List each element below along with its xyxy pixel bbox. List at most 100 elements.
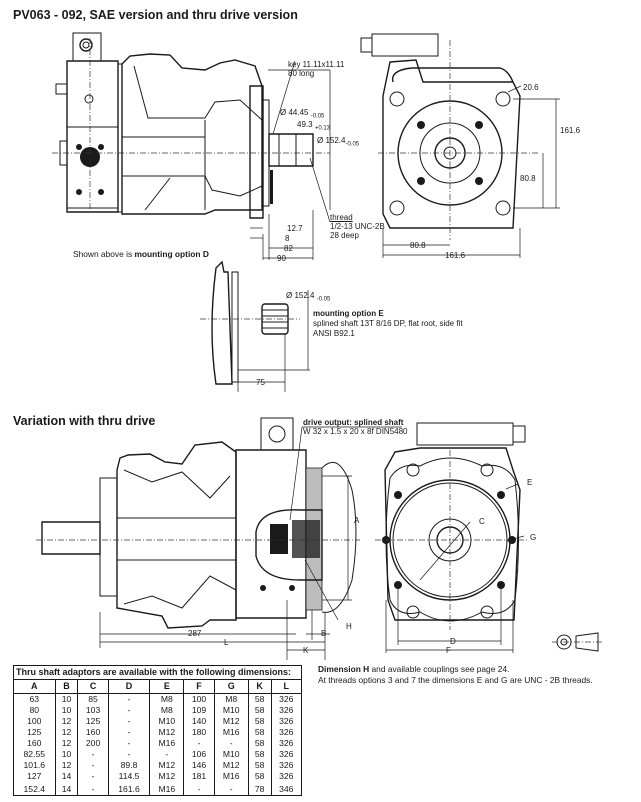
- table-cell: -: [77, 771, 109, 782]
- column-header-l: L: [270, 679, 303, 694]
- table-cell: 58: [247, 749, 272, 760]
- table-cell: 160: [77, 727, 109, 738]
- section-title-thru-drive: Variation with thru drive: [13, 414, 156, 428]
- dim-height-161-6: 161.6: [560, 126, 581, 135]
- table-cell: -: [107, 738, 151, 749]
- table-cell: -: [213, 738, 249, 749]
- table-cell: -: [107, 727, 151, 738]
- table-cell: 10: [54, 749, 79, 760]
- label-A: A: [354, 516, 360, 525]
- table-cell: 326: [270, 705, 303, 716]
- table-cell: 103: [77, 705, 109, 716]
- table-cell: M16: [149, 738, 185, 749]
- table-cell: 14: [54, 771, 79, 782]
- table-cell: 160: [13, 738, 56, 749]
- table-cell: 14: [54, 782, 79, 796]
- table-cell: M12: [213, 760, 249, 771]
- column-header-b: B: [54, 679, 79, 694]
- table-cell: 63: [13, 693, 56, 705]
- table-cell: -: [149, 749, 185, 760]
- table-cell: 326: [270, 693, 303, 705]
- table-cell: 78: [247, 782, 272, 796]
- table-cell: 146: [183, 760, 215, 771]
- label-C: C: [479, 517, 485, 526]
- pump-front-view: [361, 34, 560, 258]
- thru-drive-side-view: [36, 418, 402, 660]
- table-cell: 58: [247, 705, 272, 716]
- pump-side-view: [52, 33, 330, 392]
- table-cell: M12: [149, 760, 185, 771]
- dimension-note: Dimension H and available couplings see …: [318, 664, 593, 685]
- column-header-a: A: [13, 679, 56, 694]
- dim-8: 8: [285, 234, 290, 243]
- column-header-c: C: [77, 679, 109, 694]
- table-cell: M16: [213, 771, 249, 782]
- table-cell: -: [183, 782, 215, 796]
- table-cell: 85: [77, 693, 109, 705]
- table-cell: 58: [247, 738, 272, 749]
- label-B: B: [321, 629, 327, 638]
- table-cell: 101.6: [13, 760, 56, 771]
- table-cell: -: [213, 782, 249, 796]
- table-cell: 12: [54, 716, 79, 727]
- table-cell: 80: [13, 705, 56, 716]
- label-F: F: [446, 646, 451, 655]
- adaptor-dimensions-table: Thru shaft adaptors are available with t…: [13, 665, 303, 796]
- dim-287: 287: [188, 629, 202, 638]
- pilot-diameter-label: Ø 152.4-0.05: [317, 136, 360, 148]
- label-E: E: [527, 478, 533, 487]
- dim-hole-20-6: 20.6: [523, 83, 539, 92]
- table-cell: 82.55: [13, 749, 56, 760]
- mounting-caption: Shown above is mounting option D: [73, 249, 209, 259]
- table-cell: -: [183, 738, 215, 749]
- table-cell: 125: [77, 716, 109, 727]
- table-cell: M12: [213, 716, 249, 727]
- table-cell: 152.4: [13, 782, 56, 796]
- table-cell: -: [77, 760, 109, 771]
- table-cell: M10: [213, 705, 249, 716]
- table-cell: 12: [54, 738, 79, 749]
- table-cell: 58: [247, 727, 272, 738]
- table-cell: 326: [270, 760, 303, 771]
- table-cell: 89.8: [107, 760, 151, 771]
- dim-82: 82: [284, 244, 293, 253]
- label-K: K: [303, 646, 309, 655]
- table-cell: -: [107, 749, 151, 760]
- table-cell: 326: [270, 738, 303, 749]
- table-cell: M8: [213, 693, 249, 705]
- table-cell: M16: [213, 727, 249, 738]
- table-cell: M8: [149, 693, 185, 705]
- dim-half-height-80-8: 80.8: [520, 174, 536, 183]
- dim-75: 75: [256, 378, 265, 387]
- table-cell: 58: [247, 716, 272, 727]
- label-D: D: [450, 637, 456, 646]
- table-cell: 181: [183, 771, 215, 782]
- table-cell: 346: [270, 782, 303, 796]
- column-header-e: E: [149, 679, 185, 694]
- table-cell: 161.6: [107, 782, 151, 796]
- table-cell: -: [107, 716, 151, 727]
- table-cell: 12: [54, 760, 79, 771]
- label-H: H: [346, 622, 352, 631]
- dim-half-width-80-8: 80.8: [410, 241, 426, 250]
- column-header-g: G: [213, 679, 249, 694]
- first-angle-projection-icon: [552, 633, 602, 651]
- table-cell: 326: [270, 716, 303, 727]
- table-cell: 58: [247, 771, 272, 782]
- column-header-f: F: [183, 679, 215, 694]
- table-cell: M16: [149, 782, 185, 796]
- thru-drive-front-view: [375, 423, 528, 653]
- table-cell: 58: [247, 760, 272, 771]
- table-cell: M10: [213, 749, 249, 760]
